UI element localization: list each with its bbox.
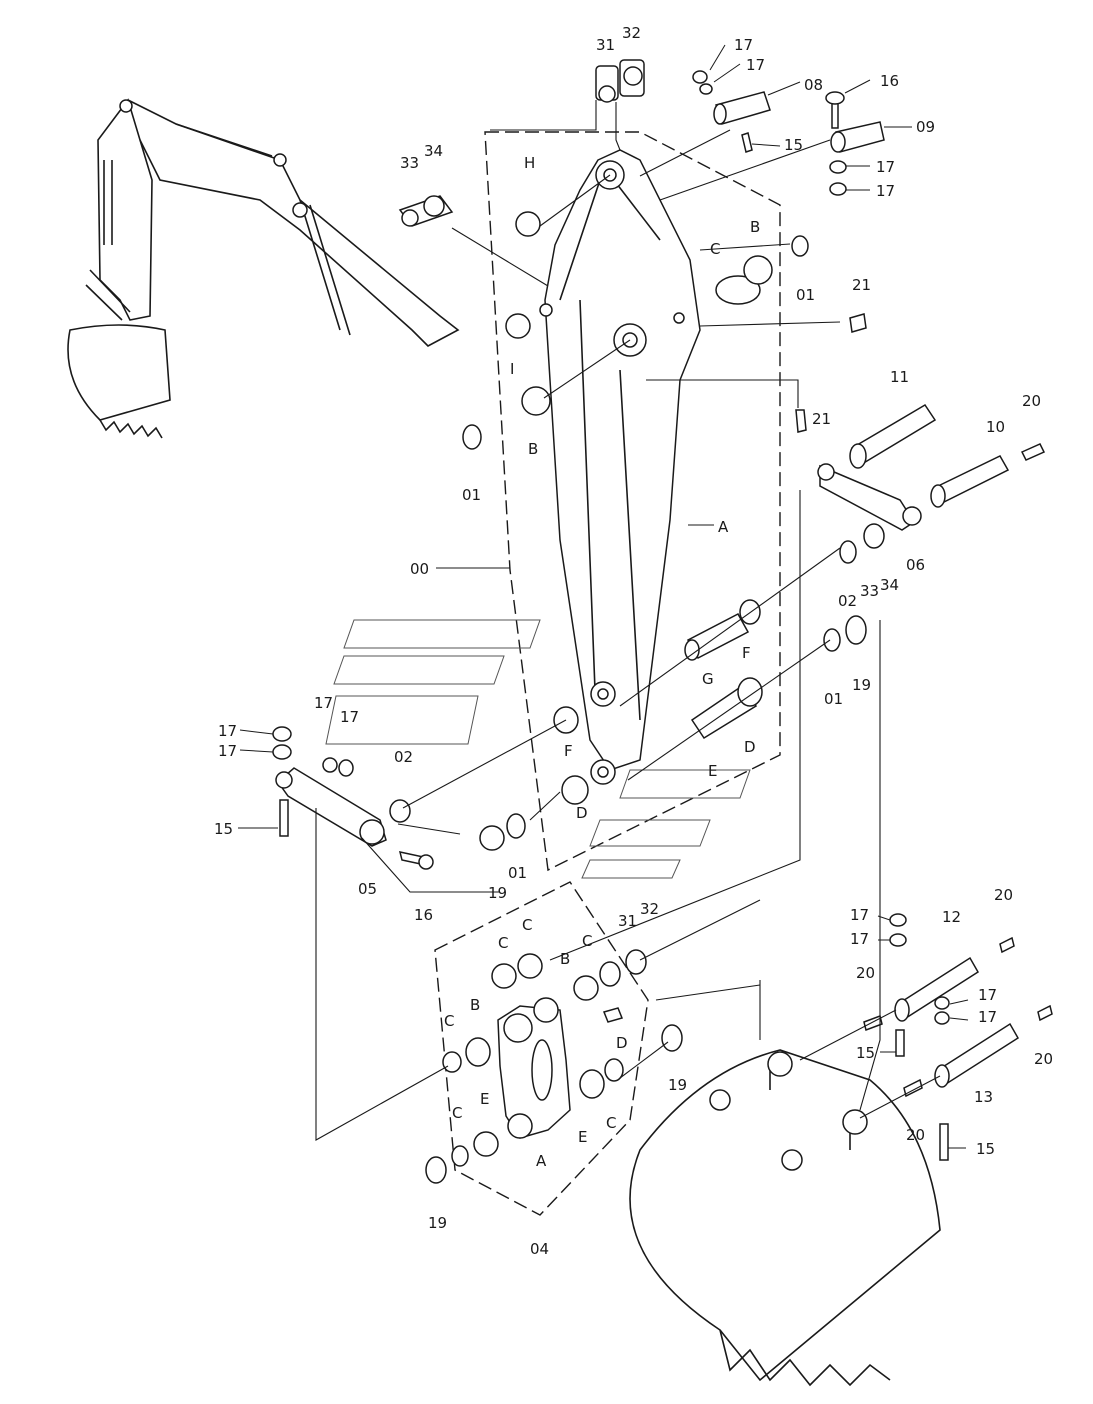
label: 16 [880,72,899,90]
label: 21 [852,276,871,294]
leader-lines [315,100,941,1141]
label: 32 [640,900,659,918]
label: 01 [824,690,843,708]
label: 00 [410,560,429,578]
excavator-overview-sketch [67,98,460,439]
label: 19 [852,676,871,694]
link-05 [272,726,526,870]
label: 17 [734,36,753,54]
label: 17 [850,906,869,924]
label: 17 [340,708,359,726]
label: A [536,1152,547,1170]
label: 06 [906,556,925,574]
label: 20 [856,964,875,982]
label: 17 [876,182,895,200]
label: C [710,240,720,258]
label: D [576,804,588,822]
label: 01 [508,864,527,882]
label: E [480,1090,489,1108]
label: C [582,932,592,950]
label: A [718,518,729,536]
arm-body [539,149,701,785]
label: 04 [530,1240,549,1258]
label: 33 [400,154,419,172]
label: 34 [880,576,899,594]
label: E [578,1128,587,1146]
label: C [522,916,532,934]
label-leaders [238,44,969,1149]
label: G [702,670,714,688]
label: 31 [618,912,637,930]
label: 31 [596,36,615,54]
label: 17 [746,56,765,74]
label: 10 [986,418,1005,436]
label: 17 [978,986,997,1004]
label: 19 [668,1076,687,1094]
label: C [444,1012,454,1030]
label: B [750,218,760,236]
label: C [606,1114,616,1132]
label: 19 [488,884,507,902]
label: 15 [214,820,233,838]
label: D [744,738,756,756]
label: 15 [784,136,803,154]
label: C [452,1104,462,1122]
label: 17 [876,158,895,176]
arm-assembly-outline [484,131,781,872]
part-labels: 31 32 17 17 08 16 09 15 33 34 H 17 17 C … [214,24,1053,1258]
label: F [742,644,751,662]
label: 19 [428,1214,447,1232]
label: 20 [1034,1050,1053,1068]
label: 02 [394,748,413,766]
label: 34 [424,142,443,160]
bucket-pins [863,913,1053,1161]
label: 20 [994,886,1013,904]
label: 20 [1022,392,1041,410]
label: 01 [462,486,481,504]
watermark-bars [325,619,751,879]
label: B [528,440,538,458]
label: 09 [916,118,935,136]
right-pins [817,403,1046,564]
label: 13 [974,1088,993,1106]
label: 21 [812,410,831,428]
label: 12 [942,908,961,926]
label: E [708,762,717,780]
link-assembly-outline [434,881,649,1216]
label: D [616,1034,628,1052]
label: 17 [978,1008,997,1026]
label: 15 [976,1140,995,1158]
label: I [510,360,514,378]
label: 17 [218,722,237,740]
link-04 [425,949,683,1184]
label: 17 [218,742,237,760]
bucket [629,1049,941,1387]
label: H [524,154,535,172]
label: 05 [358,880,377,898]
label: 02 [838,592,857,610]
label: 01 [796,286,815,304]
label: 17 [314,694,333,712]
upper-hardware [398,59,885,450]
label: 15 [856,1044,875,1062]
label: 16 [414,906,433,924]
label: B [470,996,480,1014]
label: 08 [804,76,823,94]
label: 11 [890,368,909,386]
label: B [560,950,570,968]
label: 20 [906,1126,925,1144]
label: 33 [860,582,879,600]
label: C [498,934,508,952]
label: 17 [850,930,869,948]
label: F [564,742,573,760]
label: 32 [622,24,641,42]
